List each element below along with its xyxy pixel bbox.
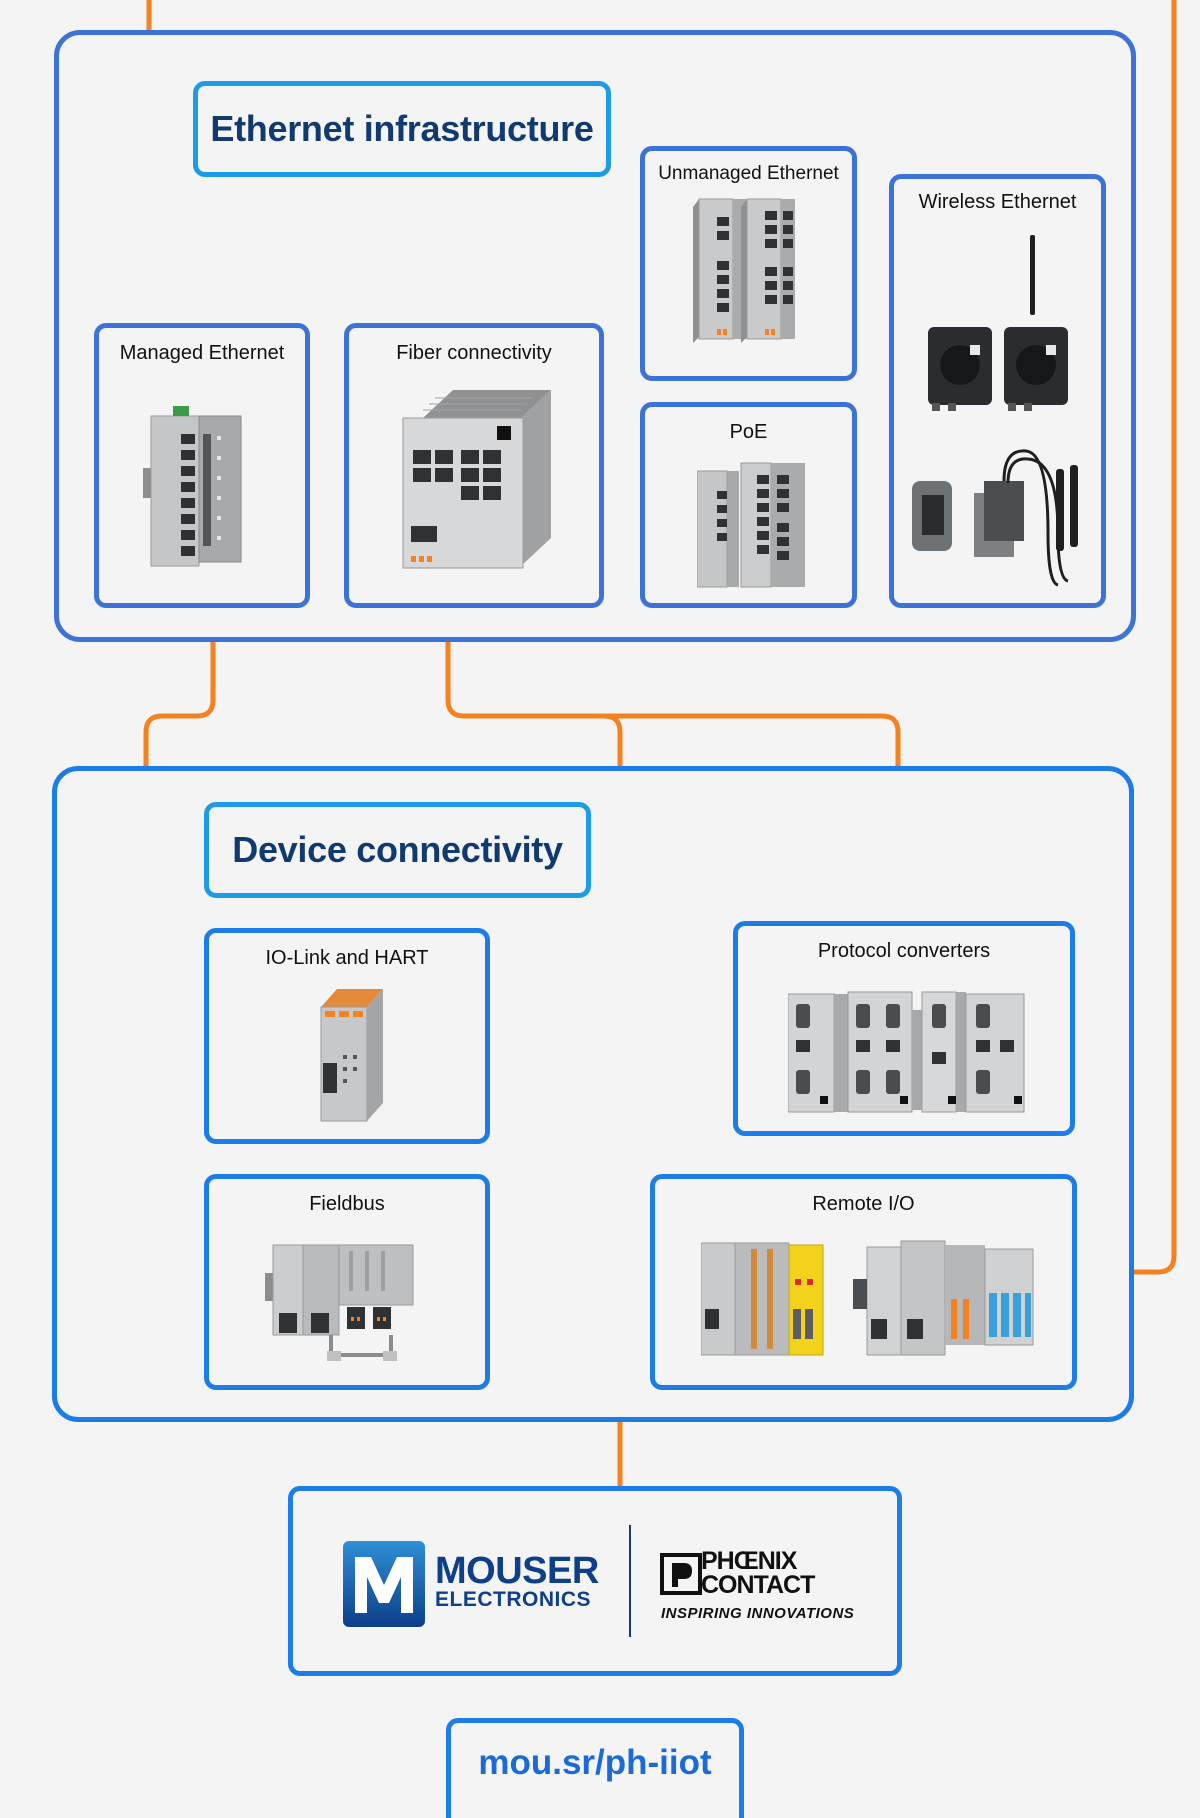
unmanaged-ethernet-card[interactable]: Unmanaged Ethernet: [640, 146, 857, 381]
fiber-switch-image: [402, 390, 551, 569]
phoenix-contact-logo-icon: [660, 1553, 702, 1595]
unmanaged-ethernet-label: Unmanaged Ethernet: [658, 163, 839, 184]
remote-io-card[interactable]: Remote I/O: [650, 1174, 1077, 1390]
remote-io-modules-image: [701, 1240, 1034, 1356]
managed-ethernet-card[interactable]: Managed Ethernet: [94, 323, 310, 608]
wireless-ethernet-card[interactable]: Wireless Ethernet: [889, 174, 1106, 608]
protocol-converters-card[interactable]: Protocol converters: [733, 921, 1075, 1136]
phoenix-contact-name: CONTACT: [701, 1571, 815, 1599]
managed-switch-image: [143, 406, 242, 567]
fiber-connectivity-label: Fiber connectivity: [396, 342, 552, 364]
orange-line-trunk: [601, 713, 623, 1493]
protocol-converters-label: Protocol converters: [817, 940, 991, 962]
wireless-ethernet-label: Wireless Ethernet: [918, 191, 1077, 213]
unmanaged-switch-image: [693, 198, 795, 343]
io-link-hart-label: IO-Link and HART: [265, 947, 429, 969]
fiber-connectivity-card[interactable]: Fiber connectivity: [344, 323, 604, 608]
phoenix-tagline: INSPIRING INNOVATIONS: [661, 1605, 855, 1622]
ethernet-infrastructure-title: Ethernet infrastructure: [193, 81, 611, 177]
phoenix-name: PHŒNIX: [701, 1547, 797, 1575]
logo-divider: [629, 1525, 631, 1637]
url-link[interactable]: mou.sr/ph-iiot: [446, 1718, 744, 1818]
device-connectivity-title: Device connectivity: [204, 802, 591, 898]
io-link-module-image: [320, 989, 383, 1122]
fieldbus-modules-image: [265, 1244, 414, 1361]
mouser-subtitle: ELECTRONICS: [435, 1588, 592, 1611]
wireless-devices-image: [912, 235, 1078, 587]
protocol-converters-image: [788, 991, 1025, 1113]
io-link-hart-card[interactable]: IO-Link and HART: [204, 928, 490, 1144]
partner-logos-box: MOUSER ELECTRONICS PHŒNIX CONTACT INSPIR…: [288, 1486, 902, 1676]
managed-ethernet-label: Managed Ethernet: [119, 342, 285, 364]
poe-card[interactable]: PoE: [640, 402, 857, 608]
poe-label: PoE: [729, 421, 768, 443]
fieldbus-card[interactable]: Fieldbus: [204, 1174, 490, 1390]
orange-line-right: [1072, 0, 1177, 1275]
fieldbus-label: Fieldbus: [309, 1193, 385, 1215]
orange-line-fiber-to-protocol: [445, 602, 901, 928]
mouser-name: MOUSER: [435, 1550, 599, 1592]
mouser-logo-icon: [343, 1541, 425, 1627]
poe-switch-image: [697, 462, 805, 588]
remote-io-label: Remote I/O: [812, 1193, 915, 1215]
